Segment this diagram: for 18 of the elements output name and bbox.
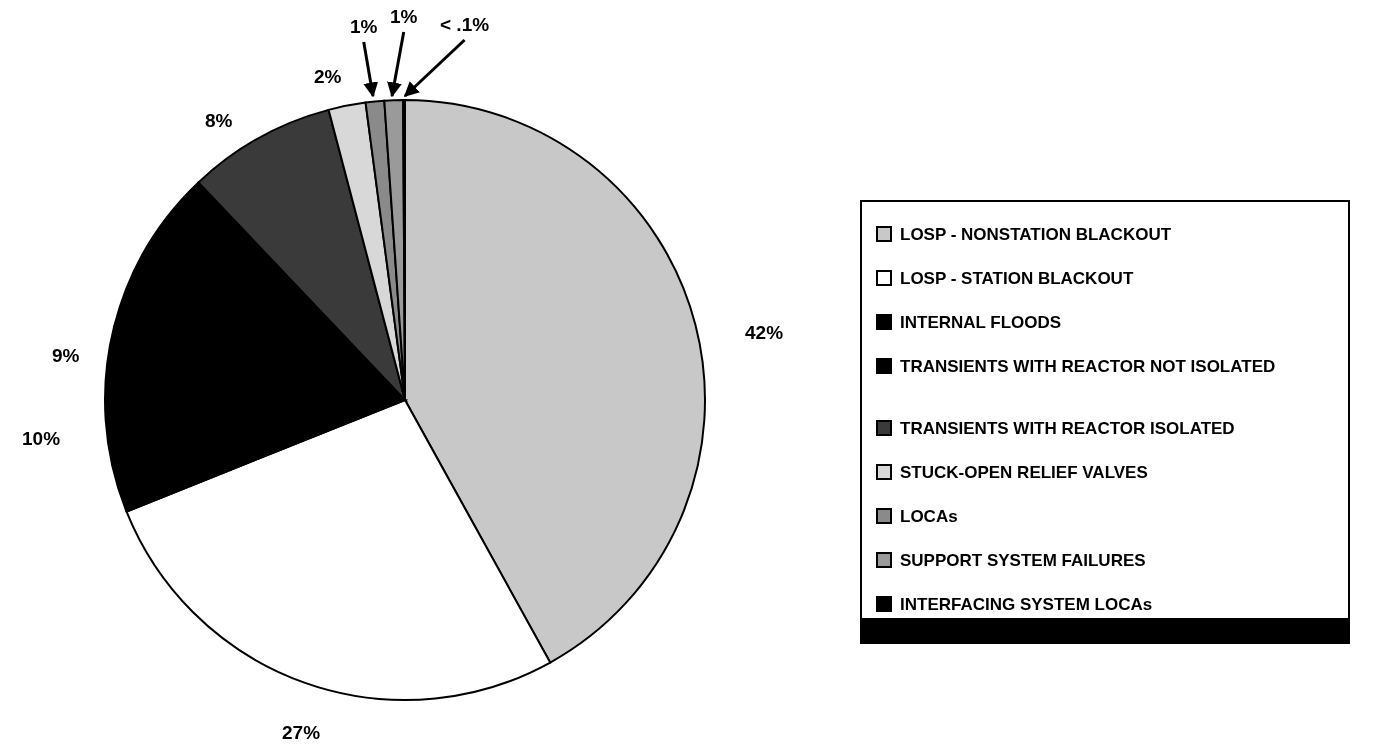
value-label: 2%	[314, 66, 342, 88]
legend-label: INTERFACING SYSTEM LOCAs	[900, 594, 1154, 615]
value-label: 1%	[350, 16, 378, 38]
legend-label: STUCK-OPEN RELIEF VALVES	[900, 462, 1149, 483]
legend-label: LOCAs	[900, 506, 959, 527]
value-label: 9%	[52, 345, 80, 367]
value-label: < .1%	[440, 14, 490, 36]
legend-label: INTERNAL FLOODS	[900, 312, 1063, 333]
legend-label: TRANSIENTS WITH REACTOR ISOLATED	[900, 418, 1236, 439]
value-label: 1%	[390, 6, 418, 28]
legend-label: TRANSIENTS WITH REACTOR NOT ISOLATED	[900, 356, 1277, 377]
value-label: 27%	[282, 722, 321, 744]
legend-label: LOSP - NONSTATION BLACKOUT	[900, 224, 1173, 245]
value-label: 8%	[205, 110, 233, 132]
value-label: 42%	[745, 322, 784, 344]
legend-label: SUPPORT SYSTEM FAILURES	[900, 550, 1147, 571]
legend-label: LOSP - STATION BLACKOUT	[900, 268, 1135, 289]
value-label: 10%	[22, 428, 61, 450]
